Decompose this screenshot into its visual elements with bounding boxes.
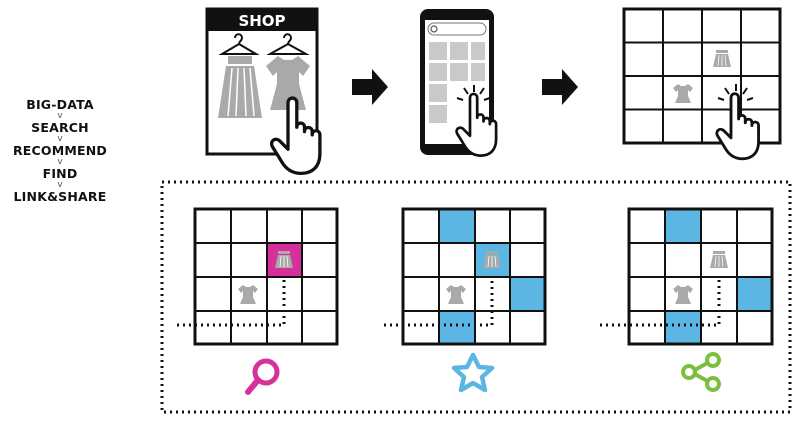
step-separator: v: [57, 111, 63, 121]
magnifier-icon: [245, 358, 280, 395]
step-separator: v: [57, 157, 63, 167]
skirt-icon: [709, 250, 729, 269]
map-grid-top: [622, 7, 782, 161]
hanger-icon: [218, 33, 310, 55]
skirt-icon: [218, 56, 262, 118]
phone-panel: [420, 9, 498, 157]
search-grid: [177, 207, 339, 395]
star-icon: [451, 352, 495, 393]
shop-sign: [207, 9, 317, 31]
share-icon: [681, 352, 721, 392]
process-steps: BIG-DATA v SEARCH v RECOMMEND v FIND v L…: [0, 98, 120, 204]
highlight-cells: [439, 209, 545, 344]
step-search: SEARCH: [31, 120, 89, 135]
search-icon: [430, 25, 438, 33]
share-grid: [600, 207, 774, 392]
dress-icon: [446, 285, 466, 304]
shop-sign-text: SHOP: [238, 12, 285, 30]
search-input: [427, 22, 487, 36]
step-link-share: LINK&SHARE: [13, 189, 107, 204]
arrow-right-icon: [352, 69, 388, 105]
highlight-cells: [665, 209, 772, 344]
path-line: [384, 280, 494, 327]
arrow-right-icon: [542, 69, 578, 105]
features-container: [160, 180, 792, 414]
step-find: FIND: [42, 166, 78, 181]
dress-icon: [238, 285, 258, 304]
product-grid: [429, 42, 485, 123]
step-separator: v: [57, 180, 63, 190]
tap-burst-icon: [456, 85, 491, 101]
step-separator: v: [57, 134, 63, 144]
shop-panel: SHOP: [205, 7, 322, 176]
step-recommend: RECOMMEND: [12, 143, 108, 158]
recommend-grid: [384, 207, 547, 393]
dress-icon: [266, 56, 310, 110]
step-big-data: BIG-DATA: [26, 97, 94, 112]
tap-burst-icon: [717, 84, 754, 101]
dress-icon: [673, 285, 693, 304]
